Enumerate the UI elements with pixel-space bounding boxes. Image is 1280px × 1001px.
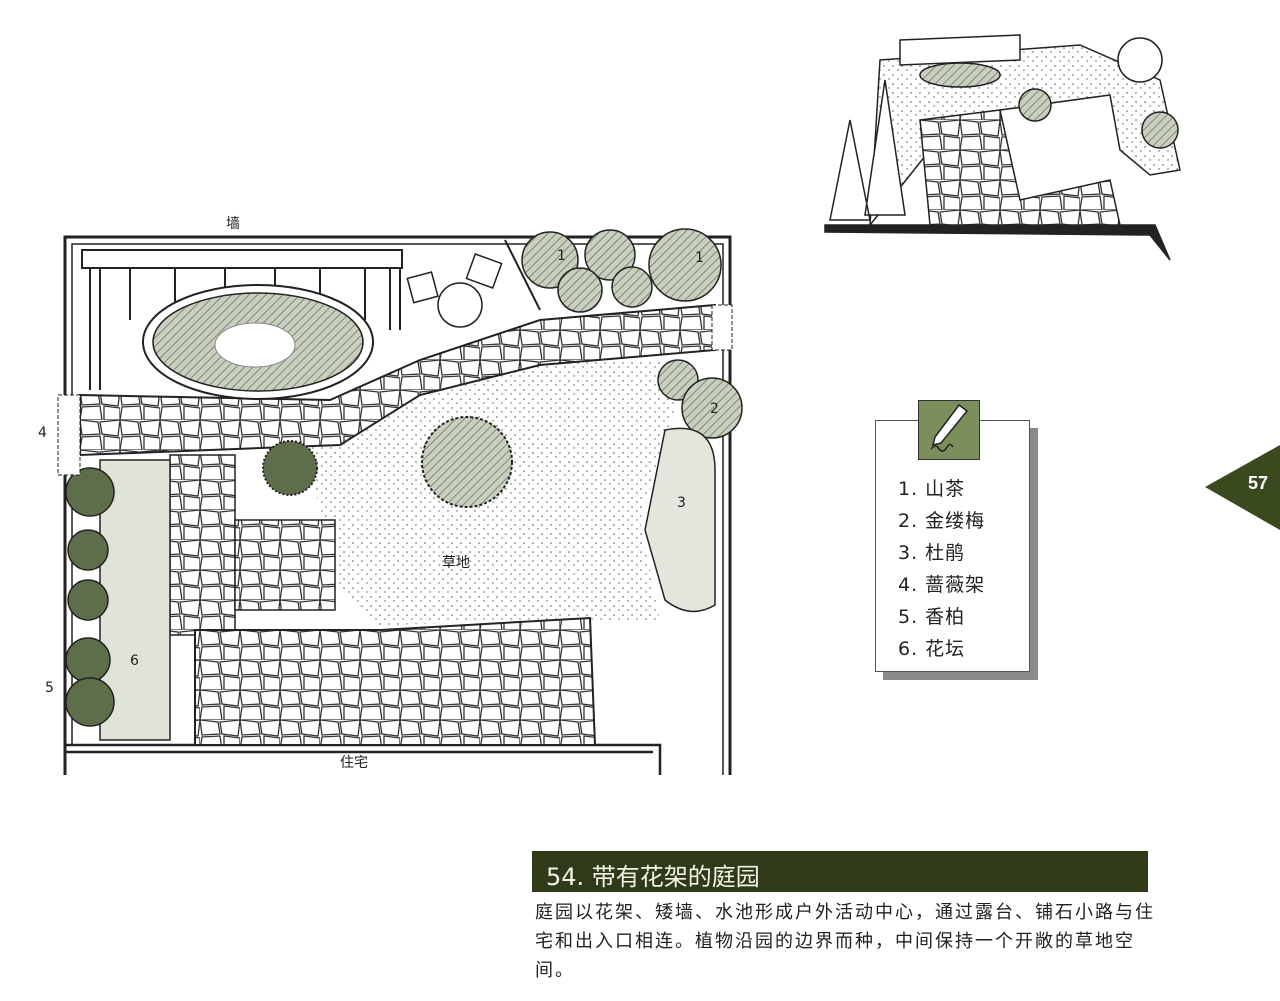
- legend-item: 4. 蔷薇架: [898, 574, 986, 596]
- label-1: 1: [695, 250, 704, 266]
- page-number-tab: 57: [1205, 445, 1280, 530]
- legend-item: 6. 花坛: [898, 638, 966, 660]
- plant-legend: 1. 山茶 2. 金缕梅 3. 杜鹃 4. 蔷薇架 5. 香柏 6. 花坛: [875, 420, 1030, 672]
- label-2: 2: [710, 401, 719, 417]
- caption-body: 庭园以花架、矮墙、水池形成户外活动中心，通过露台、铺石小路与住宅和出入口相连。植…: [535, 902, 1155, 981]
- tree: [262, 440, 318, 496]
- stone-path: [169, 454, 236, 636]
- label-wall: 墙: [226, 216, 240, 232]
- camellia-shrubs: [521, 228, 722, 313]
- page-number: 57: [1247, 473, 1268, 493]
- pen-icon: [918, 400, 980, 460]
- rose-trellis: [57, 394, 81, 476]
- caption-title: 54. 带有花架的庭园: [546, 863, 760, 891]
- azalea-bed: [644, 427, 716, 613]
- legend-item: 1. 山茶: [898, 478, 966, 500]
- label-4: 4: [38, 425, 47, 441]
- stepping-stones: [406, 253, 503, 328]
- label-1: 1: [557, 248, 566, 264]
- stone-paving: [194, 616, 597, 746]
- tree: [421, 416, 513, 508]
- witch-hazel-shrubs: [657, 359, 743, 439]
- fountain: [214, 322, 296, 368]
- page-tab: [1205, 445, 1280, 530]
- label-5: 5: [45, 680, 54, 696]
- label-house: 住宅: [340, 755, 368, 771]
- caption-title-bar: 54. 带有花架的庭园: [532, 851, 1148, 892]
- cedar-shrubs: [65, 467, 115, 727]
- label-lawn: 草地: [442, 555, 470, 571]
- label-6: 6: [130, 653, 139, 669]
- garden-perspective-sketch: [824, 34, 1181, 261]
- label-3: 3: [677, 495, 686, 511]
- legend-item: 2. 金缕梅: [898, 510, 986, 532]
- pergola: [81, 249, 403, 390]
- legend-item: 3. 杜鹃: [898, 542, 966, 564]
- legend-item: 5. 香柏: [898, 606, 966, 628]
